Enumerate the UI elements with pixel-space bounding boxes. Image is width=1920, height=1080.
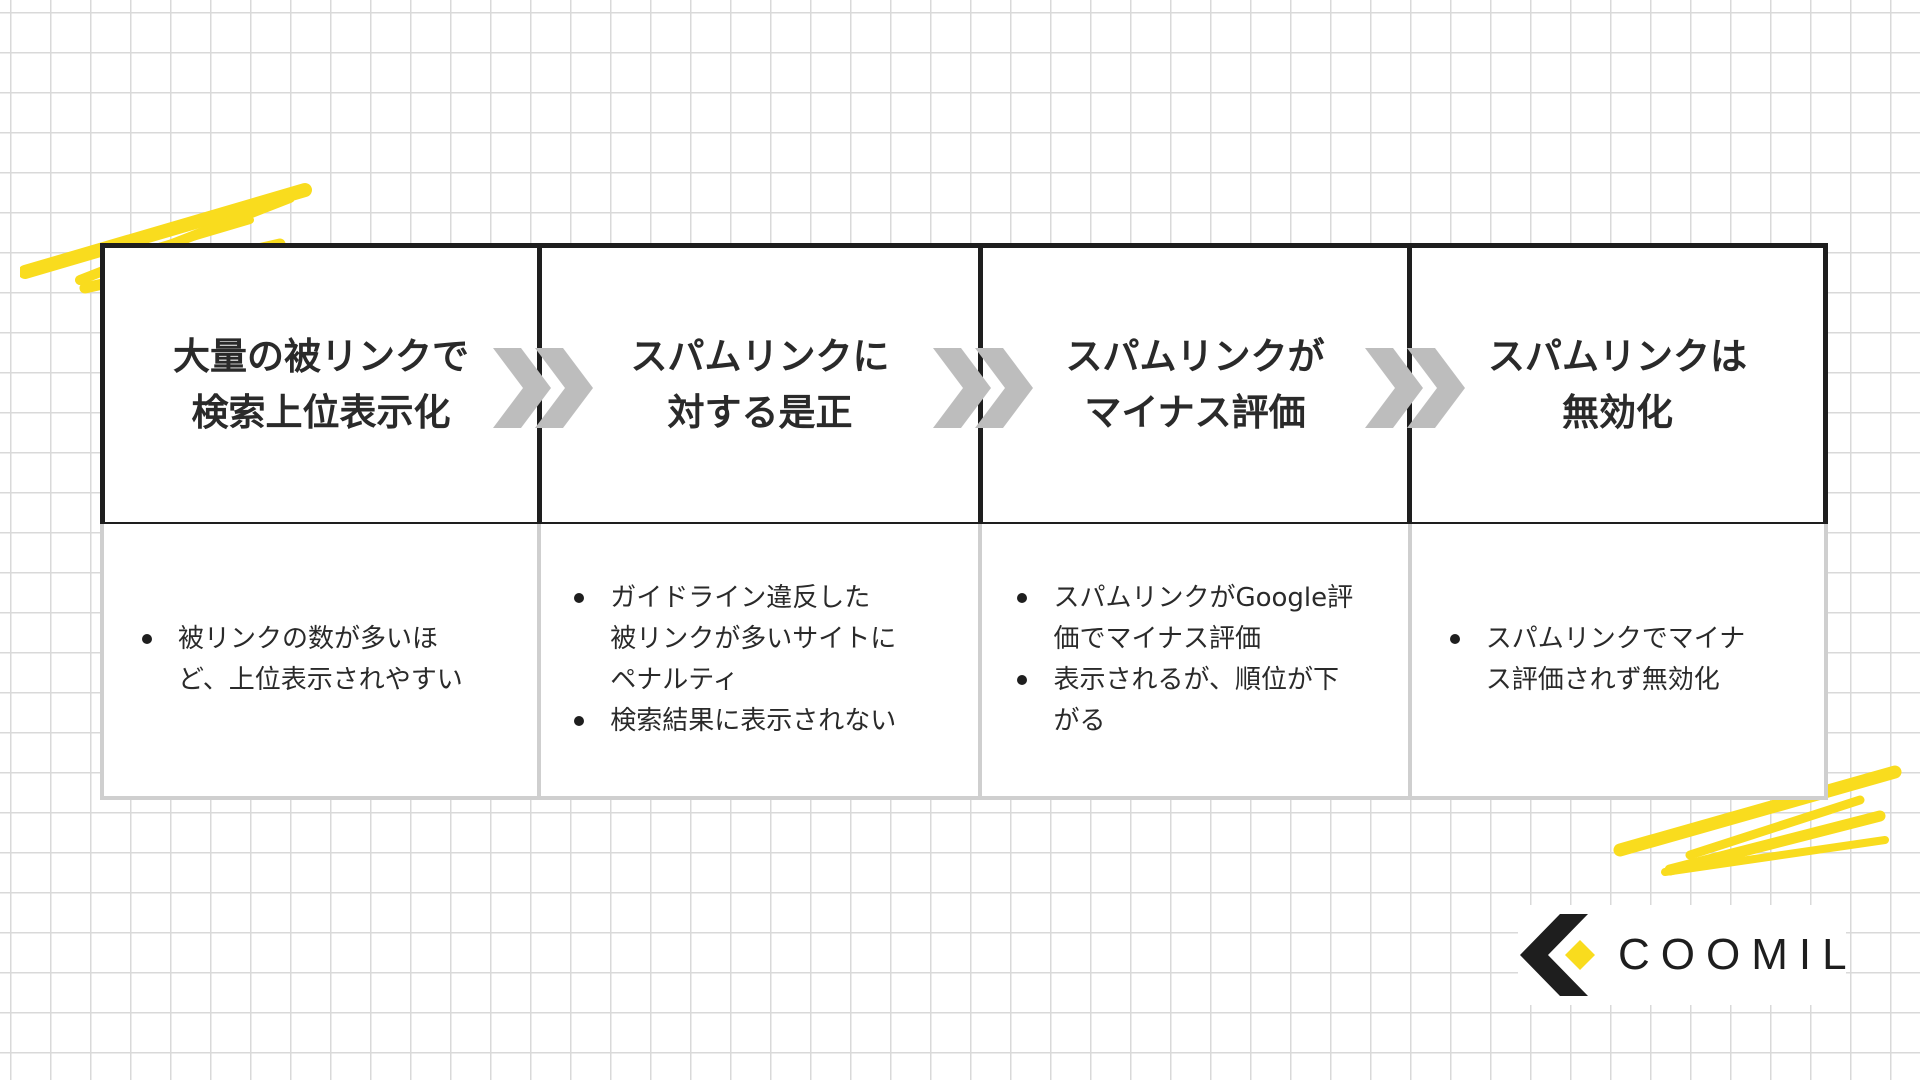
- bullet-list-3: スパムリンクがGoogle評 価でマイナス評価 表示されるが、順位が下 がる: [982, 578, 1353, 742]
- bullet-item: 被リンクの数が多いほ ど、上位表示されやすい: [142, 619, 463, 701]
- step-title-3: スパムリンクが マイナス評価: [1065, 335, 1325, 434]
- step-headers: 大量の被リンクで 検索上位表示化 スパムリンクに 対する是正 スパムリンクが マ…: [100, 243, 1828, 527]
- step-detail-3: スパムリンクがGoogle評 価でマイナス評価 表示されるが、順位が下 がる: [978, 524, 1412, 800]
- step-header-1: 大量の被リンクで 検索上位表示化: [100, 243, 542, 527]
- logo-wordmark: COOMIL: [1618, 930, 1858, 979]
- flow-diagram: 大量の被リンクで 検索上位表示化 スパムリンクに 対する是正 スパムリンクが マ…: [100, 243, 1828, 800]
- bullet-item: 表示されるが、順位が下 がる: [1017, 660, 1353, 742]
- yellow-scribble-bottom-right: [1613, 765, 1902, 876]
- step-detail-2: ガイドライン違反した 被リンクが多いサイトに ペナルティ 検索結果に表示されない: [537, 524, 983, 800]
- double-chevron-right-icon: [933, 348, 1033, 428]
- step-title-1: 大量の被リンクで 検索上位表示化: [173, 335, 469, 434]
- step-header-3: スパムリンクが マイナス評価: [978, 243, 1412, 527]
- step-details: 被リンクの数が多いほ ど、上位表示されやすい ガイドライン違反した 被リンクが多…: [100, 524, 1828, 800]
- step-title-4: スパムリンクは 無効化: [1488, 335, 1747, 434]
- bullet-item: スパムリンクがGoogle評 価でマイナス評価: [1017, 578, 1354, 660]
- bullet-list-1: 被リンクの数が多いほ ど、上位表示されやすい: [104, 619, 463, 701]
- step-detail-1: 被リンクの数が多いほ ど、上位表示されやすい: [100, 524, 542, 800]
- double-chevron-right-icon: [493, 348, 593, 428]
- bullet-item: ガイドライン違反した 被リンクが多いサイトに ペナルティ: [574, 578, 897, 701]
- bullet-list-2: ガイドライン違反した 被リンクが多いサイトに ペナルティ 検索結果に表示されない: [541, 578, 896, 742]
- bullet-text: ガイドライン違反した 被リンクが多いサイトに ペナルティ: [610, 583, 897, 695]
- double-chevron-right-icon: [1365, 348, 1465, 428]
- chevron-diamond-logo-icon: [1520, 914, 1595, 996]
- brand-logo: COOMIL: [1518, 905, 1847, 1005]
- bullet-text: スパムリンクがGoogle評 価でマイナス評価: [1053, 583, 1354, 654]
- bullet-list-4: スパムリンクでマイナ ス評価されず無効化: [1412, 619, 1745, 701]
- bullet-text: スパムリンクでマイナ ス評価されず無効化: [1485, 624, 1746, 695]
- step-header-4: スパムリンクは 無効化: [1407, 243, 1828, 527]
- bullet-item: スパムリンクでマイナ ス評価されず無効化: [1449, 619, 1746, 701]
- bullet-text: 検索結果に表示されない: [610, 706, 897, 736]
- step-header-2: スパムリンクに 対する是正: [537, 243, 983, 527]
- bullet-text: 被リンクの数が多いほ ど、上位表示されやすい: [178, 624, 463, 695]
- bullet-item: 検索結果に表示されない: [574, 701, 897, 742]
- bullet-text: 表示されるが、順位が下 がる: [1053, 665, 1339, 736]
- step-detail-4: スパムリンクでマイナ ス評価されず無効化: [1407, 524, 1828, 800]
- step-title-2: スパムリンクに 対する是正: [630, 335, 890, 434]
